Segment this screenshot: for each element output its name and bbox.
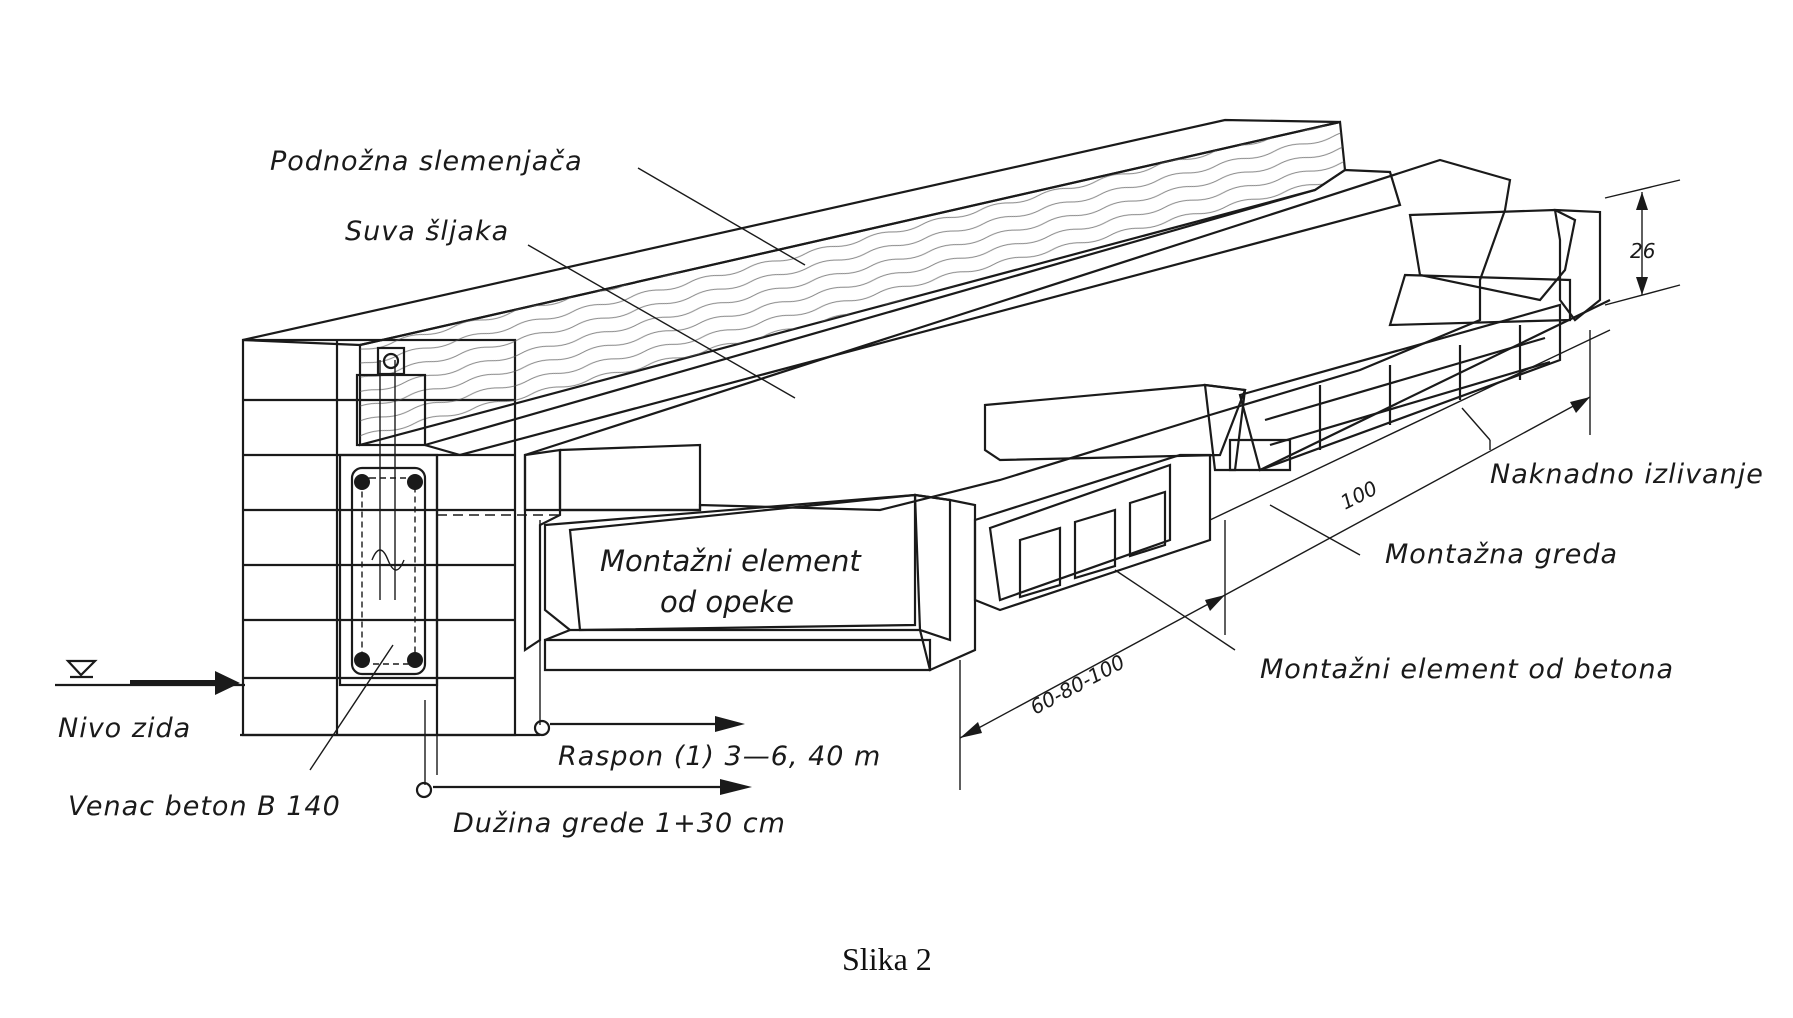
label-duzina-grede: Dužina grede 1+30 cm	[453, 808, 786, 839]
brick-precast-element	[543, 493, 977, 672]
label-suva-sljaka: Suva šljaka	[345, 216, 509, 247]
concrete-wedge	[523, 448, 562, 653]
label-montazni-element-betona: Montažni element od betona	[1260, 654, 1674, 685]
upper-plank	[421, 168, 1402, 457]
arrow-right-icon	[720, 779, 752, 795]
arrow-right-icon	[215, 671, 240, 695]
figure-caption: Slika 2	[842, 941, 932, 977]
precast-lid	[983, 383, 1247, 472]
label-od-opeke: od opeke	[660, 585, 794, 619]
label-podnozna-slemenjaca: Podnožna slemenjača	[270, 146, 583, 177]
leader-lines	[309, 167, 1491, 771]
label-montazni-element: Montažni element	[600, 544, 862, 578]
ring-beam	[338, 360, 560, 687]
beam-grid	[1209, 208, 1611, 521]
dimension-lines	[415, 179, 1681, 799]
concrete-precast-block	[973, 453, 1212, 612]
dimension-spacing: 60-80-100	[1026, 650, 1129, 720]
label-nivo-zida: Nivo zida	[58, 713, 191, 744]
arrow-right-icon	[715, 716, 745, 732]
level-triangle-icon	[65, 659, 98, 677]
label-raspon: Raspon (1) 3—6, 40 m	[558, 741, 881, 772]
sill-beam	[242, 118, 1347, 447]
label-venac-beton: Venac beton B 140	[68, 791, 341, 822]
label-naknadno-izlivanje: Naknadno izlivanje	[1490, 459, 1764, 490]
wall-level	[55, 659, 540, 737]
dimension-height: 26	[1630, 239, 1655, 263]
label-montazna-greda: Montažna greda	[1385, 539, 1618, 570]
dimension-module: 100	[1336, 476, 1381, 515]
